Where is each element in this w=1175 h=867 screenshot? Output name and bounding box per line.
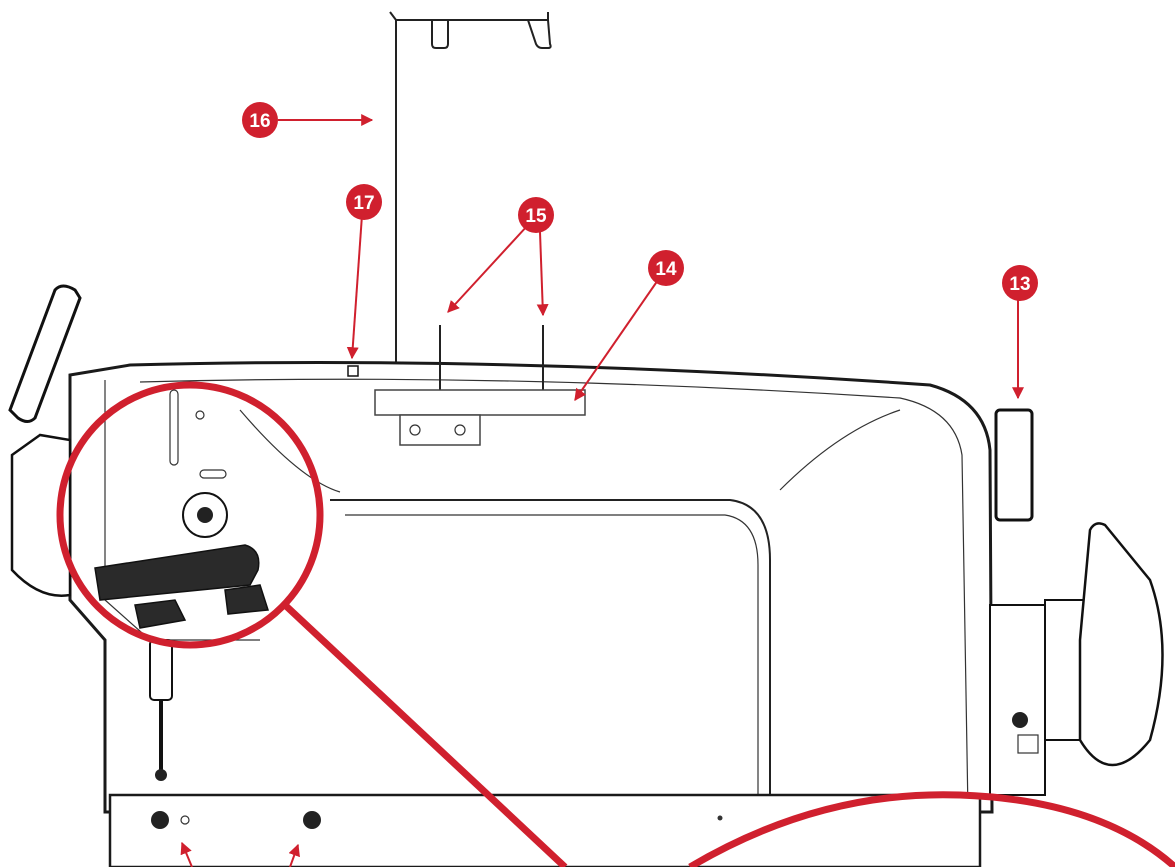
svg-text:17: 17: [353, 193, 374, 214]
thread-stand: [390, 12, 551, 375]
callout-badge-14: 14: [648, 250, 684, 286]
callout-badge-13: 13: [1002, 265, 1038, 301]
svg-text:16: 16: [249, 111, 270, 132]
rear-display: [996, 410, 1032, 520]
rear-handles: [990, 523, 1163, 795]
svg-text:15: 15: [525, 206, 547, 227]
svg-text:14: 14: [655, 259, 677, 280]
svg-text:13: 13: [1009, 274, 1030, 295]
callout-badge-15: 15: [518, 197, 554, 233]
callout-badge-16: 16: [242, 102, 278, 138]
callout-badge-17: 17: [346, 184, 382, 220]
thread-guide-clip: [348, 366, 358, 376]
machine-body: [70, 363, 992, 867]
left-display: [10, 286, 80, 596]
